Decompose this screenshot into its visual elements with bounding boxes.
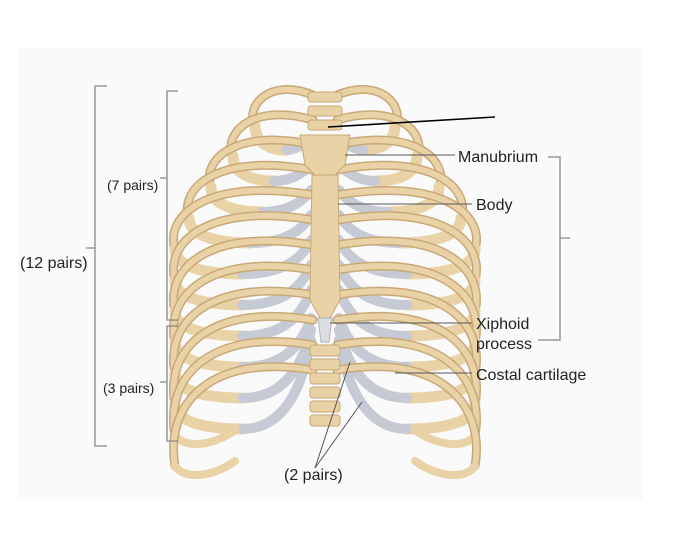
label-process: process [476, 336, 532, 353]
label-body: Body [476, 197, 512, 214]
costal-cartilage [334, 335, 413, 434]
rib [334, 288, 480, 376]
vertebral-column [307, 91, 343, 427]
sternum-body-bone [309, 174, 341, 319]
vertebra [309, 414, 341, 427]
bracket-3-pairs [160, 325, 178, 442]
label-manubrium: Manubrium [458, 149, 538, 166]
rib [170, 288, 316, 376]
bracket-12-pairs [86, 85, 107, 447]
vertebra [307, 91, 343, 103]
costal-cartilage [237, 285, 316, 341]
floating-rib [171, 457, 239, 480]
sternum [299, 134, 351, 343]
leader-lines [314, 116, 496, 469]
bracket-sternum [538, 156, 570, 341]
rib [334, 237, 480, 314]
floating-ribs-leader-1 [314, 361, 351, 469]
label-costal-cartilage: Costal cartilage [476, 367, 586, 384]
xiphoid-process-bone [317, 317, 333, 343]
rib [170, 313, 316, 407]
vertebra [309, 386, 341, 399]
vertebra [307, 105, 343, 117]
rib [170, 237, 316, 314]
rib [170, 212, 316, 283]
rib-cage-illustration [169, 85, 481, 480]
vertebra [309, 344, 341, 357]
brackets [86, 85, 570, 447]
costal-cartilage [334, 285, 413, 341]
label-7-pairs: (7 pairs) [107, 177, 158, 193]
bracket-7-pairs [160, 90, 178, 321]
floating-ribs-leader-2 [314, 401, 363, 469]
costal-cartilage [237, 335, 316, 434]
label-3-pairs: (3 pairs) [103, 380, 154, 396]
rib [170, 338, 316, 438]
rib [334, 363, 480, 469]
vertebra [309, 358, 341, 371]
rib [334, 187, 480, 252]
vertebra [309, 400, 341, 413]
blank-pointer-line [327, 116, 496, 128]
rib [334, 313, 480, 407]
label-12-pairs: (12 pairs) [20, 255, 88, 272]
rib [170, 363, 316, 469]
label-2-pairs: (2 pairs) [284, 467, 343, 484]
vertebra [307, 119, 343, 131]
rib [334, 263, 480, 345]
rib [170, 187, 316, 252]
floating-rib [411, 457, 479, 480]
label-xiphoid: Xiphoid [476, 316, 529, 333]
rib [334, 338, 480, 438]
vertebra [309, 372, 341, 385]
rib [334, 212, 480, 283]
